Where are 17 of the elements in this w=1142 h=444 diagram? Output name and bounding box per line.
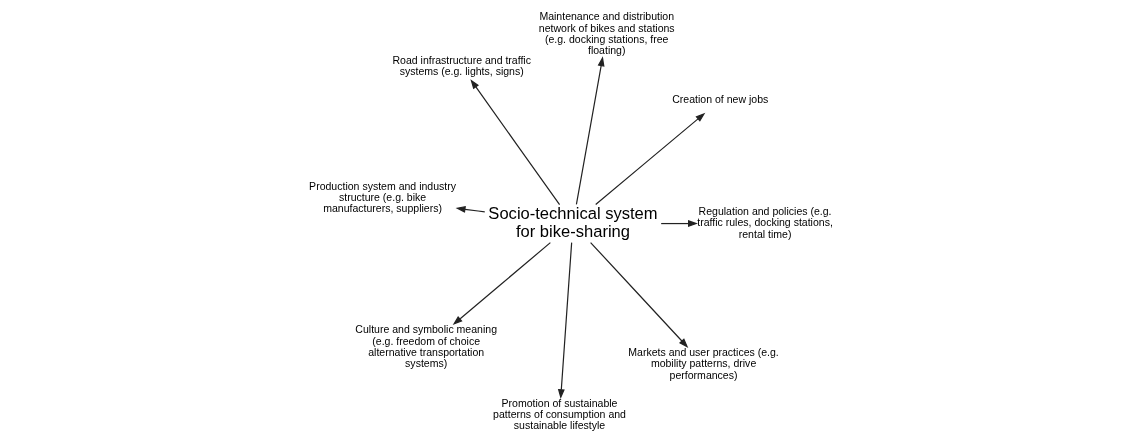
arrow (557, 242, 573, 400)
node-text: Production system and industry structure (e.g. bike manufacturers, suppliers) (309, 179, 457, 215)
node-text: Culture and symbolic meaning (e.g. freedom of choice alternative transportation systems) (355, 323, 498, 370)
node-text: Regulation and policies (e.g. traffic rules, docking stations, rental time) (697, 205, 833, 240)
arrow (452, 242, 551, 326)
arrow (660, 220, 698, 228)
arrow (455, 205, 486, 213)
node-text: Markets and user practices (e.g. mobility patterns, drive performances) (628, 345, 779, 381)
arrow (590, 241, 689, 348)
arrow (575, 56, 605, 205)
node-text: Maintenance and distribution network of bikes and stations (e.g. docking stations, free floating) (538, 10, 675, 57)
node-text: Socio-technical system for bike-sharing (488, 203, 658, 241)
node-text: Creation of new jobs (672, 93, 769, 106)
node-text: Promotion of sustainable patterns of consumption and sustainable lifestyle (493, 396, 626, 432)
arrow (595, 112, 706, 206)
arrow (470, 79, 561, 206)
node-text: Road infrastructure and traffic systems (e.g. lights, signs) (392, 54, 531, 78)
